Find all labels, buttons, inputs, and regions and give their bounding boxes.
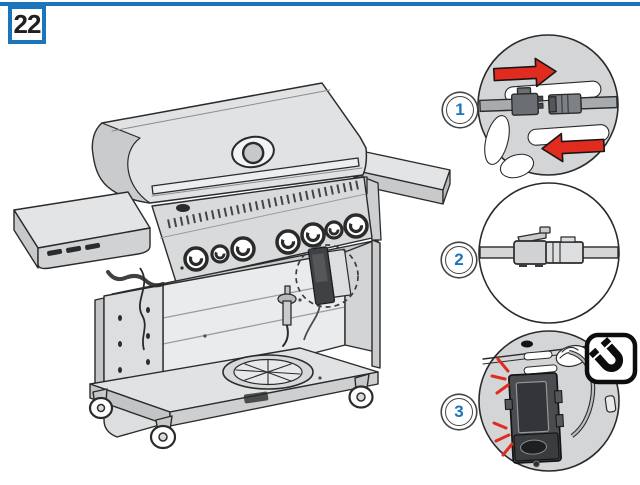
callout-3-number: 3 <box>454 402 464 421</box>
burner-knob <box>343 213 369 239</box>
tank-ring <box>222 354 314 390</box>
top-divider-rule <box>0 2 640 6</box>
callout-1-badge: 1 <box>446 96 474 124</box>
callout-2-number: 2 <box>454 250 464 269</box>
burner-knob <box>230 236 256 262</box>
control-panel <box>151 176 373 283</box>
cart-right-leg <box>371 239 381 369</box>
right-shelf <box>361 151 451 205</box>
shelf-louvers <box>47 242 101 256</box>
callout-3 <box>478 330 638 472</box>
burner-knobs <box>183 213 369 272</box>
burner-knob <box>300 222 326 248</box>
burner-knob <box>210 244 230 264</box>
caster-wheel <box>348 373 374 409</box>
magnet-badge <box>584 332 638 385</box>
snap-emphasis-marks <box>490 357 514 457</box>
battery-module <box>504 372 564 468</box>
connector-female <box>548 93 582 115</box>
cart <box>88 239 381 450</box>
burner-knob <box>275 229 301 255</box>
burner-knob <box>324 220 344 240</box>
left-shelf <box>13 191 190 270</box>
lid-left-cap <box>91 122 151 204</box>
wire-strap <box>479 98 516 113</box>
vent-slots <box>167 179 363 229</box>
callout-2 <box>478 182 620 324</box>
burner-knob <box>183 246 209 272</box>
base-vent <box>243 391 269 404</box>
hinge-bolt <box>176 204 190 212</box>
push-arrow-right-icon <box>492 57 557 88</box>
connector-male <box>510 86 544 116</box>
lid-handle <box>151 157 360 195</box>
regulator <box>277 285 297 347</box>
step-number: 22 <box>13 9 42 39</box>
module-wire <box>303 304 321 341</box>
magnet-icon <box>588 337 624 372</box>
battery-module-inset <box>307 246 352 306</box>
igniter-wire <box>139 267 146 351</box>
push-arrow-left-icon <box>541 132 606 163</box>
mounting-panel <box>482 340 617 413</box>
side-burner-hose <box>106 270 165 288</box>
caster-wheel <box>88 388 114 420</box>
callout-2-badge: 2 <box>445 246 473 274</box>
lid-thermometer <box>231 135 275 169</box>
connector-assembled <box>513 226 584 267</box>
battery-module-highlight <box>295 244 359 308</box>
callout-1-number: 1 <box>455 100 465 119</box>
latch-tip <box>539 226 551 234</box>
callout-3-badge: 3 <box>445 398 473 426</box>
callout-1 <box>477 34 619 179</box>
caster-wheel <box>149 415 177 450</box>
wire-strap <box>580 95 618 110</box>
step-number-box: 22 <box>8 5 46 44</box>
grill-lid <box>91 82 368 204</box>
